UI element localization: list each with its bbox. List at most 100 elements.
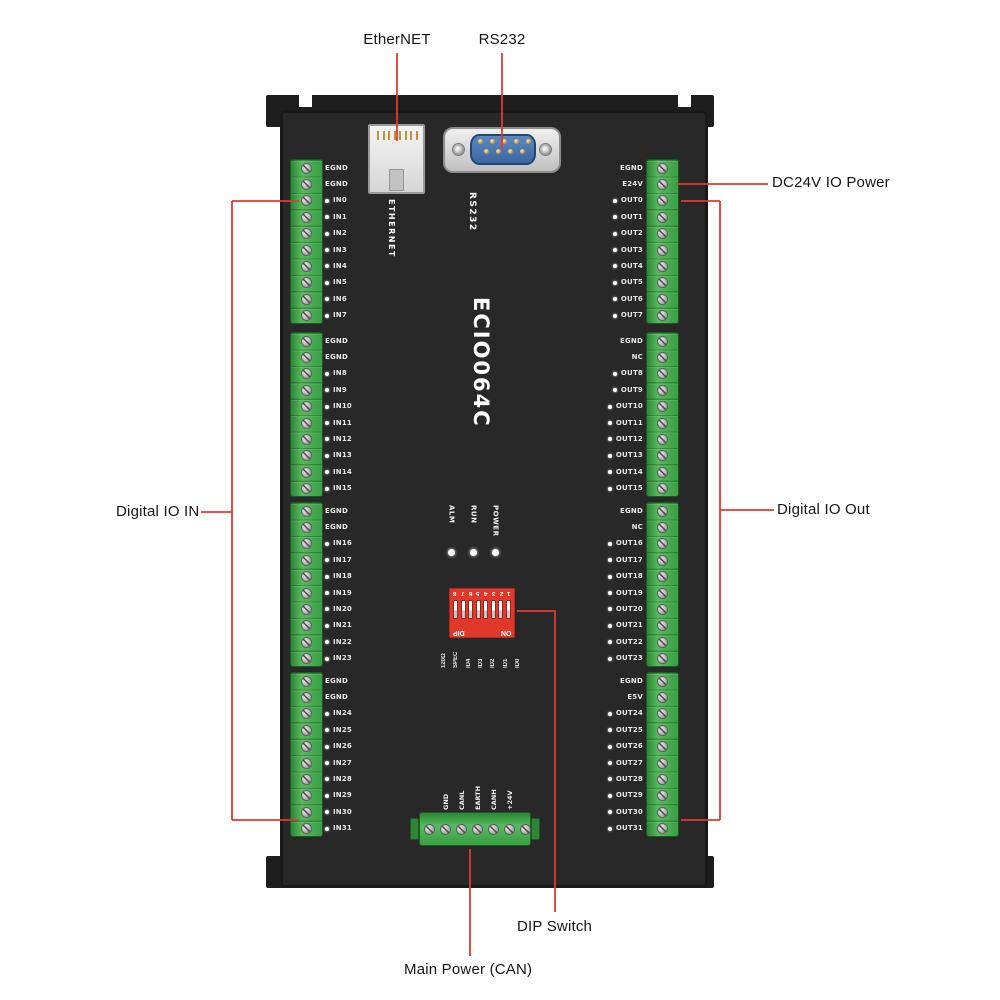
terminal-row: IN27 (325, 758, 375, 769)
terminal-label: IN1 (333, 212, 347, 221)
terminal-row: OUT12 (593, 434, 643, 445)
terminal-screw (301, 620, 312, 632)
terminal-screw (657, 505, 668, 517)
io-led-indicator (325, 574, 329, 579)
terminal-label: OUT23 (615, 654, 643, 663)
terminal-screw (301, 587, 312, 599)
terminal-row: EGND (325, 506, 375, 517)
terminal-label: EGND (620, 506, 643, 515)
terminal-label: IN15 (333, 484, 353, 493)
terminal-screw (657, 401, 668, 413)
io-led-indicator (607, 777, 612, 782)
io-led-indicator (325, 558, 329, 563)
terminal-screw (301, 351, 312, 363)
dip-switch-lever (475, 600, 481, 619)
db9-screw (452, 143, 465, 156)
terminal-label: IN2 (333, 229, 347, 238)
db9-pin (483, 148, 489, 154)
io-led-indicator (325, 640, 329, 645)
terminal-screw (301, 806, 312, 818)
terminal-label: IN3 (333, 245, 347, 254)
terminal-row: OUT24 (593, 708, 643, 719)
io-led-indicator (325, 486, 329, 491)
dip-channel-label: ID1 (502, 658, 509, 668)
terminal-screw (657, 554, 668, 566)
terminal-row: IN4 (325, 261, 375, 272)
io-led-indicator (607, 656, 612, 661)
io-led-indicator (325, 313, 329, 318)
terminal-label: IN20 (333, 604, 353, 613)
terminal-screw (657, 483, 668, 495)
terminal-row: IN19 (325, 588, 375, 599)
terminal-row: IN23 (325, 653, 375, 664)
terminal-screw (657, 806, 668, 818)
terminal-screw (301, 450, 312, 462)
terminal-screw (301, 384, 312, 396)
terminal-label: EGND (325, 163, 348, 172)
terminal-row: EGND (325, 163, 375, 174)
dip-switch-number: 4 (484, 590, 488, 596)
terminal-screw (301, 653, 312, 665)
dip-switch-number: 7 (460, 590, 465, 596)
terminal-label: IN8 (333, 369, 347, 378)
terminal-label: OUT28 (615, 774, 643, 783)
terminal-label: OUT27 (615, 758, 643, 767)
terminal-screw (301, 211, 312, 223)
db9-pin (501, 138, 507, 144)
terminal-row: IN25 (325, 725, 375, 736)
power-connector-wing (531, 818, 540, 840)
terminal-label: IN13 (333, 451, 353, 460)
terminal-row: OUT18 (593, 571, 643, 582)
io-led-indicator (612, 297, 617, 302)
status-led (492, 549, 499, 556)
power-terminal-screw (471, 823, 483, 835)
power-pin-label: GND (442, 793, 450, 810)
terminal-screw (657, 244, 668, 256)
io-led-indicator (612, 215, 617, 220)
terminal-row: IN13 (325, 450, 375, 461)
terminal-screw (301, 483, 312, 495)
terminal-label: OUT1 (620, 212, 643, 221)
terminal-row: OUT1 (593, 212, 643, 223)
io-led-indicator (607, 826, 612, 831)
terminal-row: OUT8 (593, 368, 643, 379)
terminal-row: E5V (593, 692, 643, 703)
io-led-indicator (612, 280, 617, 285)
dip-switch-lever (498, 600, 504, 619)
terminal-row: OUT15 (593, 483, 643, 494)
terminal-screw (657, 335, 668, 347)
terminal-row: OUT30 (593, 807, 643, 818)
callout-ethernet: EtherNET (363, 31, 431, 48)
terminal-row: OUT4 (593, 261, 643, 272)
terminal-label: IN28 (333, 774, 353, 783)
terminal-row: OUT31 (593, 823, 643, 834)
terminal-screw (301, 195, 312, 207)
terminal-label: IN27 (333, 758, 353, 767)
terminal-screw (657, 675, 668, 687)
terminal-row: EGND (593, 336, 643, 347)
io-led-indicator (325, 777, 329, 782)
io-led-indicator (607, 744, 612, 749)
terminal-screw (301, 538, 312, 550)
terminal-label: IN23 (333, 654, 353, 663)
terminal-screw (657, 620, 668, 632)
terminal-label: OUT21 (615, 621, 643, 630)
power-terminal-screw (519, 823, 531, 835)
terminal-screw (657, 757, 668, 769)
terminal-label: OUT11 (615, 418, 643, 427)
status-led (448, 549, 455, 556)
rj45-pin (393, 131, 396, 140)
terminal-screw (301, 741, 312, 753)
io-led-indicator (612, 388, 617, 393)
terminal-row: OUT6 (593, 294, 643, 305)
terminal-label: IN31 (333, 824, 353, 833)
terminal-row: OUT0 (593, 195, 643, 206)
dip-channel-label: 120Ω (441, 653, 447, 668)
terminal-row: IN29 (325, 790, 375, 801)
status-led-label: POWER (491, 505, 500, 537)
callout-digital-in: Digital IO IN (116, 503, 200, 520)
terminal-screw (657, 228, 668, 240)
terminal-label: OUT8 (620, 369, 643, 378)
dip-label: DIP (453, 629, 465, 636)
